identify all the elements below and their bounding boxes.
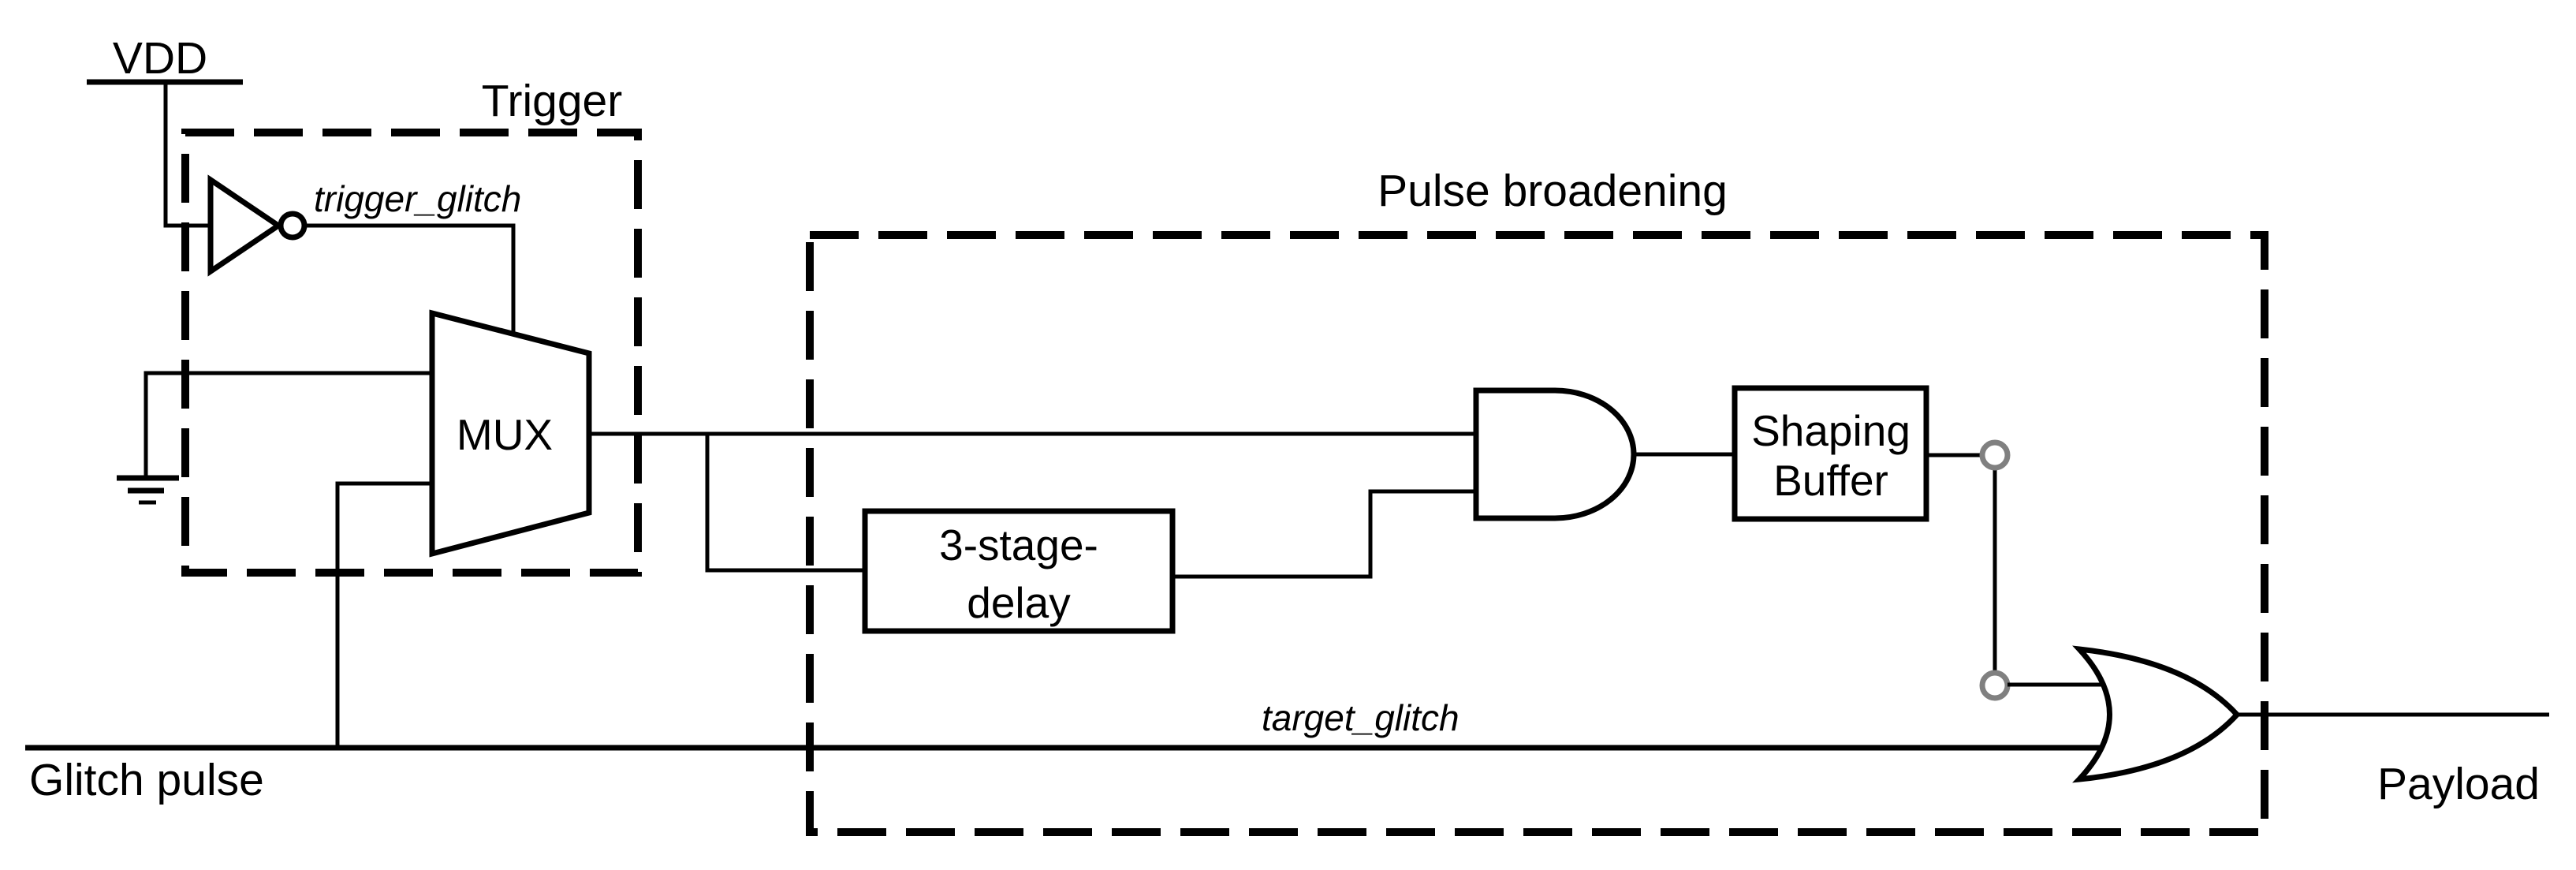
glitch-pulse-label: Glitch pulse	[29, 755, 264, 805]
connector-node-bottom	[1979, 670, 2011, 701]
shaping-buffer-label-line2: Buffer	[1773, 456, 1888, 505]
inverter-bubble	[278, 211, 308, 241]
ground-icon	[117, 475, 179, 505]
and-gate-icon	[1473, 387, 1637, 521]
trigger-glitch-net-label: trigger_glitch	[314, 178, 521, 219]
delay-branch-wire	[705, 434, 865, 573]
trigger-dashed-box	[181, 129, 642, 577]
delay-output-wire	[1172, 489, 1476, 579]
delay-box-label-line1: 3-stage-	[939, 521, 1098, 569]
glitch-branch-wire	[335, 481, 432, 746]
connector-node-top	[1979, 439, 2011, 471]
mux-shape	[429, 309, 592, 558]
payload-label: Payload	[2377, 759, 2540, 809]
delay-box	[862, 508, 1176, 634]
vdd-label: VDD	[113, 33, 207, 84]
trigger-box-label: Trigger	[482, 76, 622, 126]
mux-label: MUX	[457, 410, 553, 459]
or-gate-icon	[2072, 645, 2241, 783]
inverter-gate	[207, 174, 308, 277]
shaping-buffer-label-line1: Shaping	[1751, 406, 1911, 455]
trigger-glitch-wire	[304, 223, 516, 334]
target-glitch-net-label: target_glitch	[1262, 697, 1459, 738]
inverter-triangle	[207, 174, 284, 277]
vdd-wire	[163, 82, 211, 228]
ground-wire	[144, 371, 432, 476]
pulse-broadening-dashed-box	[806, 231, 2268, 836]
pulse-broadening-label: Pulse broadening	[1377, 166, 1728, 216]
delay-box-label-line2: delay	[967, 578, 1071, 627]
